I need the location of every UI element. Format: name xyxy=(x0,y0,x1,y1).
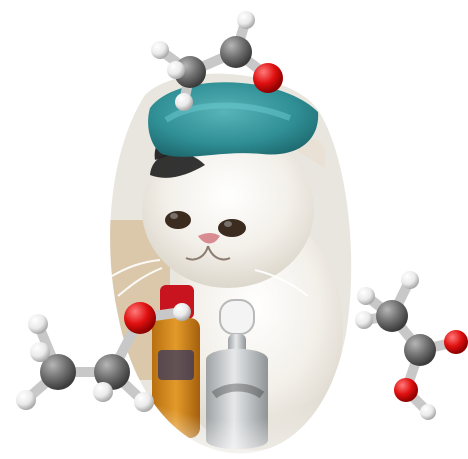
hydrogen-atom xyxy=(134,392,154,412)
hydrogen-atom xyxy=(401,271,419,289)
molecule-acetaldehyde xyxy=(151,11,283,111)
hydrogen-atom xyxy=(30,342,50,362)
molecule-acetic-acid xyxy=(355,271,468,420)
carbon-atom xyxy=(404,334,436,366)
oxygen-atom xyxy=(444,330,468,354)
hydrogen-atom xyxy=(173,303,191,321)
hydrogen-atom xyxy=(28,314,48,334)
hydrogen-atom xyxy=(93,382,113,402)
hydrogen-atom xyxy=(16,390,36,410)
hydrogen-atom xyxy=(420,404,436,420)
hydrogen-atom xyxy=(175,93,193,111)
carbon-atom xyxy=(94,354,130,390)
hydrogen-atom xyxy=(151,41,169,59)
molecule-ethanol xyxy=(16,302,191,412)
hydrogen-atom xyxy=(355,311,373,329)
oxygen-atom xyxy=(253,63,283,93)
hydrogen-atom xyxy=(237,11,255,29)
carbon-atom xyxy=(220,36,252,68)
carbon-atom xyxy=(376,300,408,332)
hydrogen-atom xyxy=(357,287,375,305)
carbon-atom xyxy=(40,354,76,390)
oxygen-atom xyxy=(124,302,156,334)
oxygen-atom xyxy=(394,378,418,402)
hydrogen-atom xyxy=(167,61,185,79)
